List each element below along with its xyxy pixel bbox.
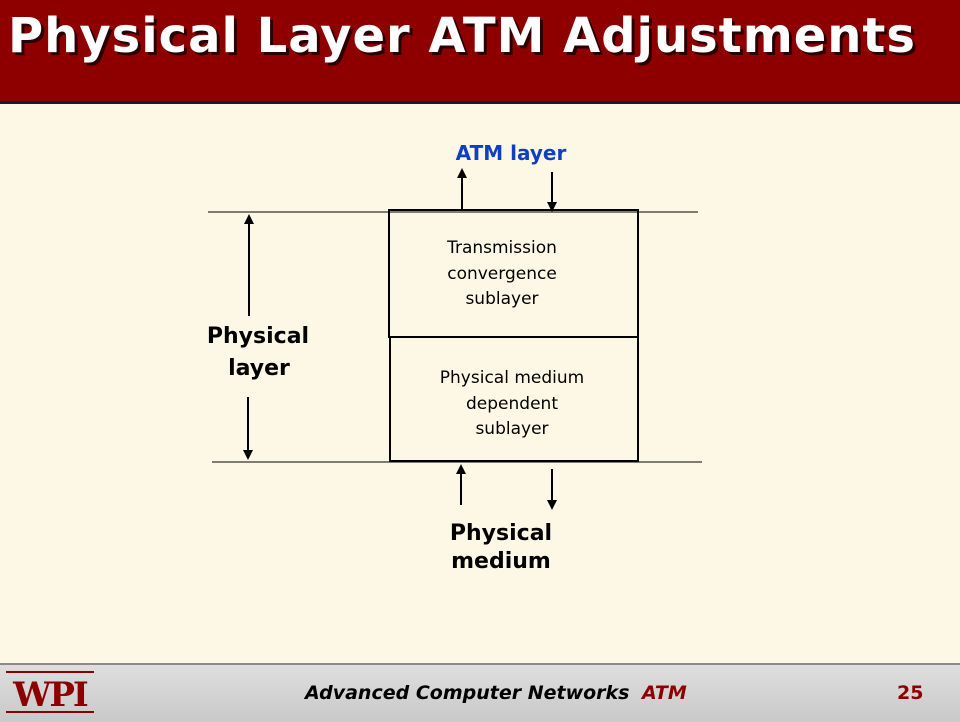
physical-medium-dependent-box xyxy=(389,336,639,462)
footer-bar xyxy=(0,663,960,722)
physical-layer-label-line1: Physical xyxy=(207,324,309,349)
slide-title: Physical Layer ATM Adjustments xyxy=(8,8,916,64)
lower-box-line1: Physical medium xyxy=(440,368,584,388)
atm-layer-label: ATM layer xyxy=(456,141,567,165)
page-number: 25 xyxy=(897,682,924,704)
wpi-logo-text: WPI xyxy=(12,675,88,715)
physical-medium-label-line1: Physical xyxy=(450,521,552,546)
wpi-logo: WPI xyxy=(6,671,94,715)
footer-topic: ATM xyxy=(642,682,687,704)
physical-medium-label-line2: medium xyxy=(451,549,551,574)
physical-layer-label-line2: layer xyxy=(228,356,290,381)
lower-box-line3: sublayer xyxy=(475,419,548,439)
upper-box-line3: sublayer xyxy=(465,289,538,309)
title-bar: Physical Layer ATM Adjustments xyxy=(0,0,960,104)
upper-box-line1: Transmission xyxy=(446,238,557,258)
footer-course-title: Advanced Computer Networks xyxy=(305,682,630,704)
lower-box-line2: dependent xyxy=(466,394,558,414)
upper-box-line2: convergence xyxy=(447,264,557,284)
